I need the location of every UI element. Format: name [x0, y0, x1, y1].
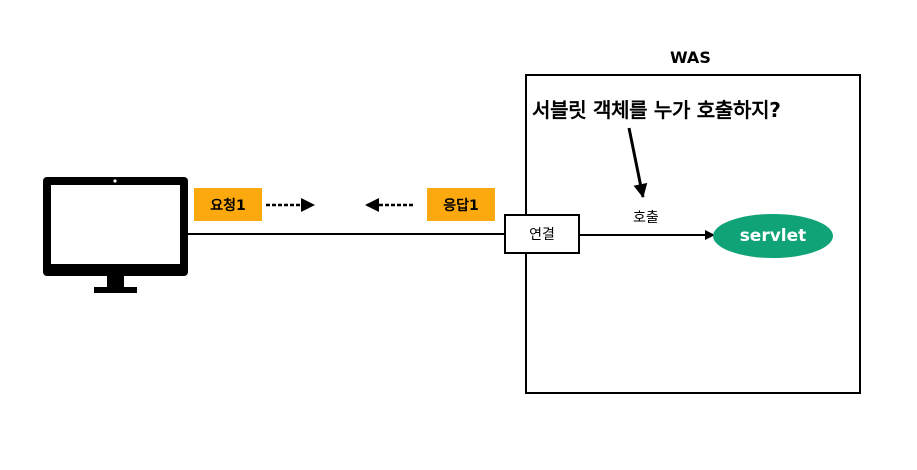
- call-label: 호출: [633, 210, 659, 226]
- question-text: 서블릿 객체를 누가 호출하지?: [532, 98, 781, 122]
- was-title: WAS: [670, 48, 711, 67]
- servlet-node: servlet: [713, 214, 833, 258]
- monitor-icon: [43, 177, 188, 293]
- connection-box: 연결: [504, 214, 580, 254]
- request-tag: 요청1: [194, 188, 262, 221]
- request-tag-label: 요청1: [210, 197, 246, 214]
- response-tag-label: 응답1: [443, 197, 479, 214]
- response-tag: 응답1: [427, 188, 495, 221]
- question-arrow: [627, 127, 648, 198]
- connection-box-label: 연결: [529, 227, 555, 243]
- servlet-label: servlet: [739, 226, 807, 246]
